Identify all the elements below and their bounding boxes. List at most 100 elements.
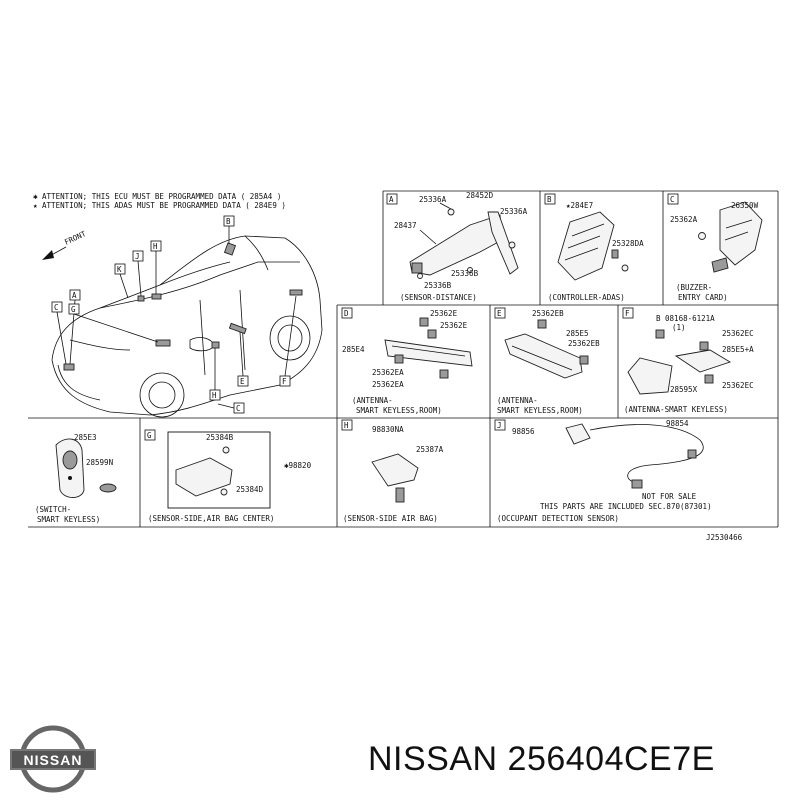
panel-d-part: 285E4: [342, 345, 365, 354]
panel-h-part: 98830NA: [372, 425, 404, 434]
front-label: FRONT: [63, 229, 88, 247]
panel-b-caption: (CONTROLLER-ADAS): [548, 293, 625, 302]
attention-note-ecu: ✱ ATTENTION; THIS ECU MUST BE PROGRAMMED…: [33, 192, 281, 201]
panel-j-part: 98856: [512, 427, 535, 436]
panel-c-part: 25362A: [670, 215, 698, 224]
svg-text:F: F: [282, 377, 287, 386]
panel-g-letter: G: [147, 431, 152, 440]
panel-j-letter: J: [497, 421, 502, 430]
panel-f-letter: F: [625, 309, 630, 318]
panel-g-part: ✱98820: [284, 461, 312, 470]
switch-part: 28599N: [86, 458, 113, 467]
panel-a-part: 25336A: [500, 207, 528, 216]
panel-g: G 25384B ✱98820 25384D (SENSOR-SIDE,AIR …: [144, 429, 312, 523]
callout-g: G: [68, 303, 159, 343]
panel-e-letter: E: [497, 309, 502, 318]
callout-e: E: [237, 331, 249, 387]
panel-b-part: ★284E7: [566, 201, 593, 210]
panel-c-letter: C: [670, 195, 675, 204]
panel-d-part: 25362EA: [372, 380, 404, 389]
callout-c-left: C: [51, 301, 67, 365]
panel-a-part: 28437: [394, 221, 417, 230]
panel-h-caption: (SENSOR-SIDE AIR BAG): [343, 514, 438, 523]
panel-e: E 25362EB 285E5 25362EB (ANTENNA- SMART …: [494, 307, 600, 415]
panel-d-part: 25362E: [430, 309, 458, 318]
svg-text:E: E: [240, 377, 245, 386]
switch-caption: (SWITCH-: [35, 505, 71, 514]
callout-f: F: [279, 295, 297, 387]
svg-text:NISSAN: NISSAN: [24, 752, 83, 768]
panel-f-part: B 08168-6121A: [656, 314, 715, 323]
panel-e-part: 25362EB: [532, 309, 564, 318]
callout-k: K: [114, 263, 129, 299]
panel-h-letter: H: [344, 421, 349, 430]
panel-e-caption: SMART KEYLESS,ROOM): [497, 406, 583, 415]
vehicle-outline: [51, 235, 323, 418]
panel-f-part: 285E5+A: [722, 345, 754, 354]
panel-a-part: 25336B: [451, 269, 479, 278]
callout-h-bottom: H: [209, 348, 221, 401]
panel-f: F B 08168-6121A (1) 25362EC 285E5+A 2859…: [622, 307, 754, 414]
attention-note-adas: ★ ATTENTION; THIS ADAS MUST BE PROGRAMME…: [33, 201, 286, 210]
svg-text:H: H: [153, 242, 158, 251]
nissan-logo-icon: NISSAN: [10, 725, 96, 793]
panel-grid: [28, 190, 779, 528]
panel-j-part: 98854: [666, 419, 689, 428]
panel-h: H 98830NA 25387A (SENSOR-SIDE AIR BAG): [341, 419, 444, 523]
panel-a-part: 28452D: [466, 191, 494, 200]
panel-a: A 25336A 28452D 25336A 28437 25336B 2533…: [386, 191, 528, 302]
switch-part: 285E3: [74, 433, 97, 442]
svg-text:K: K: [117, 265, 122, 274]
panel-c-caption: (BUZZER-: [676, 283, 712, 292]
panel-d-letter: D: [344, 309, 349, 318]
panel-g-part: 25384D: [236, 485, 264, 494]
panel-a-letter: A: [389, 195, 394, 204]
callout-h-top: H: [150, 240, 162, 294]
panel-b: B ★284E7 25328DA (CONTROLLER-ADAS): [544, 193, 644, 302]
svg-text:J: J: [135, 252, 140, 261]
drawing-code: J2530466: [706, 533, 743, 542]
panel-b-part: 25328DA: [612, 239, 644, 248]
callout-b: B: [223, 215, 235, 244]
panel-d: D 25362E 25362E 285E4 25362EA 25362EA (A…: [341, 307, 473, 415]
panel-f-part: (1): [672, 323, 686, 332]
switch-caption: SMART KEYLESS): [37, 515, 100, 524]
panel-j-note: NOT FOR SALE: [642, 492, 697, 501]
callout-c-bottom: C: [217, 402, 245, 414]
panel-f-caption: (ANTENNA-SMART KEYLESS): [624, 405, 728, 414]
panel-e-part: 285E5: [566, 329, 589, 338]
panel-d-part: 25362EA: [372, 368, 404, 377]
panel-c-caption: ENTRY CARD): [678, 293, 728, 302]
panel-c-part: 26350W: [731, 201, 759, 210]
svg-text:G: G: [71, 305, 76, 314]
panel-j-caption: (OCCUPANT DETECTION SENSOR): [497, 514, 619, 523]
svg-text:A: A: [72, 291, 77, 300]
panel-f-part: 28595X: [670, 385, 698, 394]
part-number-title: NISSAN 256404CE7E: [368, 740, 715, 778]
panel-j: J 98856 98854 NOT FOR SALE THIS PARTS AR…: [494, 419, 712, 523]
panel-a-part: 25336A: [419, 195, 447, 204]
panel-g-caption: (SENSOR-SIDE,AIR BAG CENTER): [148, 514, 274, 523]
panel-d-caption: (ANTENNA-: [352, 396, 393, 405]
panel-g-part: 25384B: [206, 433, 234, 442]
panel-e-part: 25362EB: [568, 339, 600, 348]
panel-a-part: 25336B: [424, 281, 452, 290]
panel-e-caption: (ANTENNA-: [497, 396, 538, 405]
svg-text:H: H: [212, 391, 217, 400]
svg-text:B: B: [226, 217, 231, 226]
panel-a-caption: (SENSOR-DISTANCE): [400, 293, 477, 302]
svg-text:C: C: [54, 303, 59, 312]
panel-j-note: THIS PARTS ARE INCLUDED SEC.870(87301): [540, 502, 712, 511]
front-arrow-icon: [42, 246, 67, 260]
svg-text:C: C: [236, 404, 241, 413]
panel-b-letter: B: [547, 195, 552, 204]
panel-d-part: 25362E: [440, 321, 468, 330]
panel-d-caption: SMART KEYLESS,ROOM): [356, 406, 442, 415]
panel-h-part: 25387A: [416, 445, 444, 454]
panel-f-part: 25362EC: [722, 329, 754, 338]
panel-c: C 26350W 25362A (BUZZER- ENTRY CARD): [667, 193, 763, 302]
callout-a: A: [69, 289, 81, 365]
panel-switch: 285E3 28599N (SWITCH- SMART KEYLESS): [35, 433, 117, 524]
callout-j: J: [132, 250, 144, 297]
